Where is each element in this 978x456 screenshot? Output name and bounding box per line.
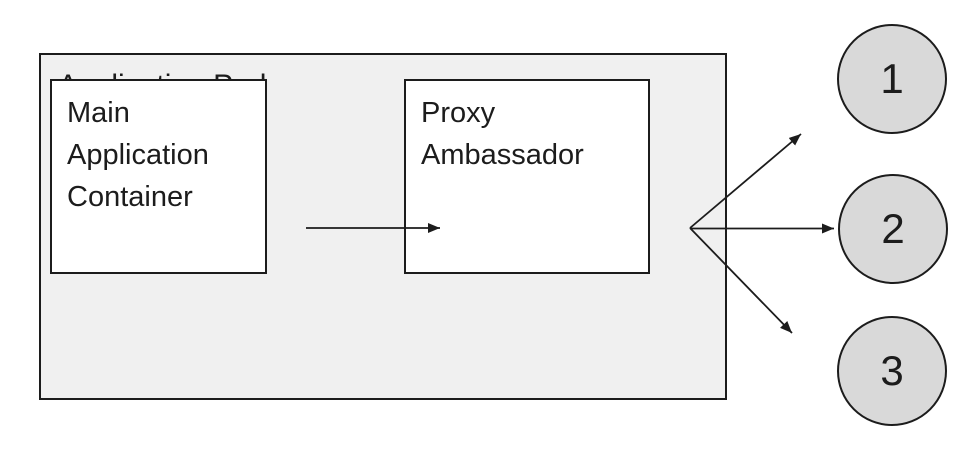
endpoint-3-label: 3 (880, 347, 904, 394)
endpoint-circle-2: 2 (838, 174, 948, 284)
proxy-ambassador-label: Proxy Ambassador (421, 97, 584, 171)
endpoint-1-label: 1 (880, 55, 904, 102)
endpoint-circle-1: 1 (837, 24, 947, 134)
main-application-container-box: Main Application Container (50, 79, 267, 274)
proxy-ambassador-box: Proxy Ambassador (404, 79, 650, 274)
endpoint-2-label: 2 (881, 205, 905, 252)
endpoint-circle-3: 3 (837, 316, 947, 426)
main-application-container-label: Main Application Container (67, 97, 209, 213)
